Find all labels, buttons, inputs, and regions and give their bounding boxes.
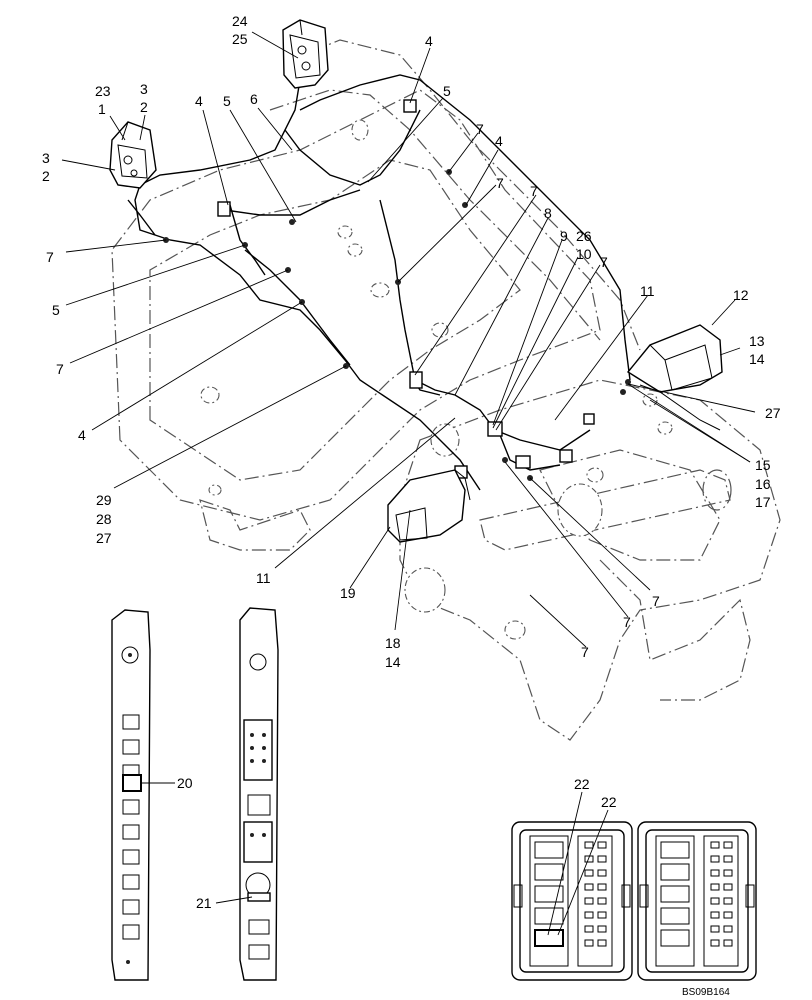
callout-29: 29 [96, 492, 112, 508]
callout-9: 9 [560, 228, 568, 244]
callout-15: 15 [755, 457, 771, 473]
console-panel-right [239, 607, 279, 981]
callout-22: 22 [574, 776, 590, 792]
callout-5: 5 [52, 302, 60, 318]
callout-1: 1 [98, 101, 106, 117]
callout-14: 14 [749, 351, 765, 367]
callout-11: 11 [640, 283, 655, 299]
callout-5: 5 [443, 83, 451, 99]
callout-27: 27 [96, 530, 112, 546]
callout-7: 7 [652, 593, 660, 609]
callout-19: 19 [340, 585, 356, 601]
callout-21: 21 [196, 895, 212, 911]
left-work-lamp [387, 469, 471, 543]
callout-27: 27 [765, 405, 781, 421]
callout-7: 7 [46, 249, 54, 265]
callout-2: 2 [42, 168, 50, 184]
callout-2: 2 [140, 99, 148, 115]
console-panel-left [111, 609, 151, 981]
callout-4: 4 [495, 133, 503, 149]
callout-7: 7 [530, 183, 538, 199]
callout-7: 7 [56, 361, 64, 377]
callout-11: 11 [256, 570, 271, 586]
callout-7: 7 [496, 175, 504, 191]
loader-frame [111, 39, 781, 741]
callout-28: 28 [96, 511, 112, 527]
callout-4: 4 [425, 33, 433, 49]
callout-3: 3 [42, 150, 50, 166]
callout-7: 7 [581, 644, 589, 660]
callout-4: 4 [195, 93, 203, 109]
callout-25: 25 [232, 31, 248, 47]
callout-17: 17 [755, 494, 771, 510]
callout-7: 7 [476, 121, 484, 137]
callout-3: 3 [140, 81, 148, 97]
callout-13: 13 [749, 333, 765, 349]
callout-18: 18 [385, 635, 401, 651]
fuse-box-right [637, 821, 757, 981]
callout-26: 26 [576, 228, 592, 244]
callout-14: 14 [385, 654, 401, 670]
callout-24: 24 [232, 13, 248, 29]
left-lamp-bracket [109, 121, 157, 189]
top-lamp-bracket [282, 19, 329, 89]
callout-7: 7 [600, 254, 608, 270]
leader-lines [61, 31, 756, 936]
callout-10: 10 [576, 246, 592, 262]
callout-4: 4 [78, 427, 86, 443]
callout-20: 20 [177, 775, 193, 791]
callout-8: 8 [544, 205, 552, 221]
callout-5: 5 [223, 93, 231, 109]
callout-12: 12 [733, 287, 749, 303]
figure-code: BS09B164 [682, 987, 730, 998]
callout-22: 22 [601, 794, 617, 810]
callout-6: 6 [250, 91, 258, 107]
wire-harness [127, 74, 631, 491]
callout-labels: 24 25 4 23 1 3 2 3 2 4 5 6 5 7 4 7 7 7 8… [42, 13, 781, 998]
callout-7: 7 [623, 614, 631, 630]
callout-23: 23 [95, 83, 111, 99]
callout-16: 16 [755, 476, 771, 492]
